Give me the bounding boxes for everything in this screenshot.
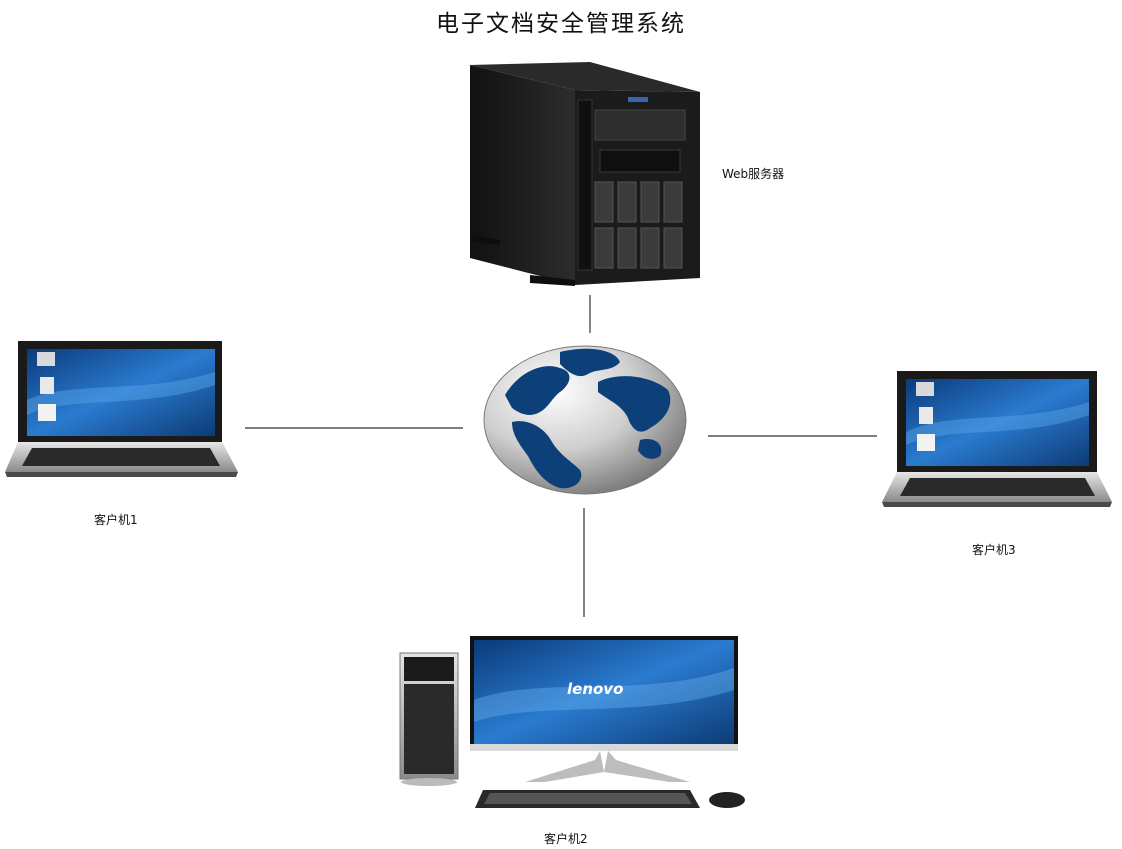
globe-icon xyxy=(483,345,687,495)
laptop-icon xyxy=(882,371,1112,507)
monitor-brand-text: lenovo xyxy=(567,680,624,698)
server-label: Web服务器 xyxy=(722,167,785,181)
diagram-title: 电子文档安全管理系统 xyxy=(436,11,686,37)
client1-label: 客户机1 xyxy=(94,513,138,527)
connection-lines xyxy=(245,295,877,617)
laptop-icon xyxy=(5,341,238,477)
desktop-computer-icon xyxy=(399,636,745,808)
client3-label: 客户机3 xyxy=(972,543,1016,557)
client2-label: 客户机2 xyxy=(544,832,588,846)
server-tower-icon xyxy=(470,62,700,286)
